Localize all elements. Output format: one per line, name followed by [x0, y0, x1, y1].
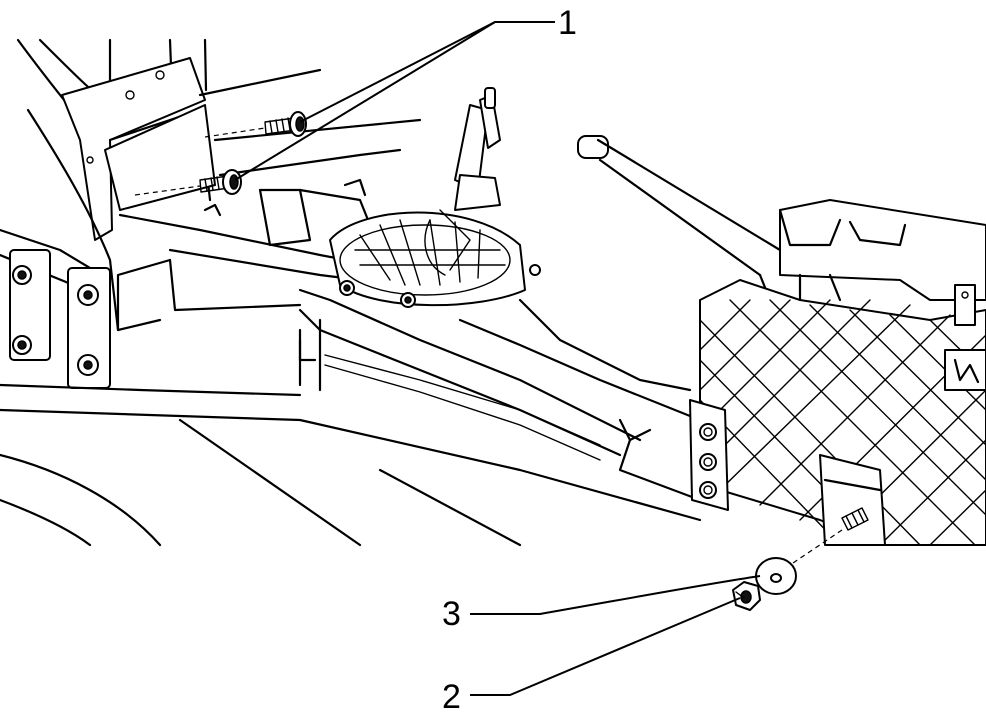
mounting-bracket	[86, 68, 422, 211]
mounting-stud	[789, 507, 869, 566]
gear-shifter-mechanism	[329, 87, 541, 308]
callout-1-label: 1	[558, 4, 577, 42]
screw-lower	[134, 169, 242, 196]
nut	[732, 581, 761, 611]
callout-3-label: 3	[442, 595, 461, 633]
handbrake-lever	[577, 135, 782, 302]
rear-lattice-bracket	[689, 199, 986, 546]
left-body-frame	[0, 38, 702, 547]
callout-1-leader	[234, 21, 555, 181]
washer	[755, 557, 797, 595]
callout-3-leader	[470, 575, 761, 615]
callout-2-leader	[470, 597, 741, 696]
center-tunnel	[116, 178, 702, 502]
callout-2-label: 2	[442, 678, 461, 716]
